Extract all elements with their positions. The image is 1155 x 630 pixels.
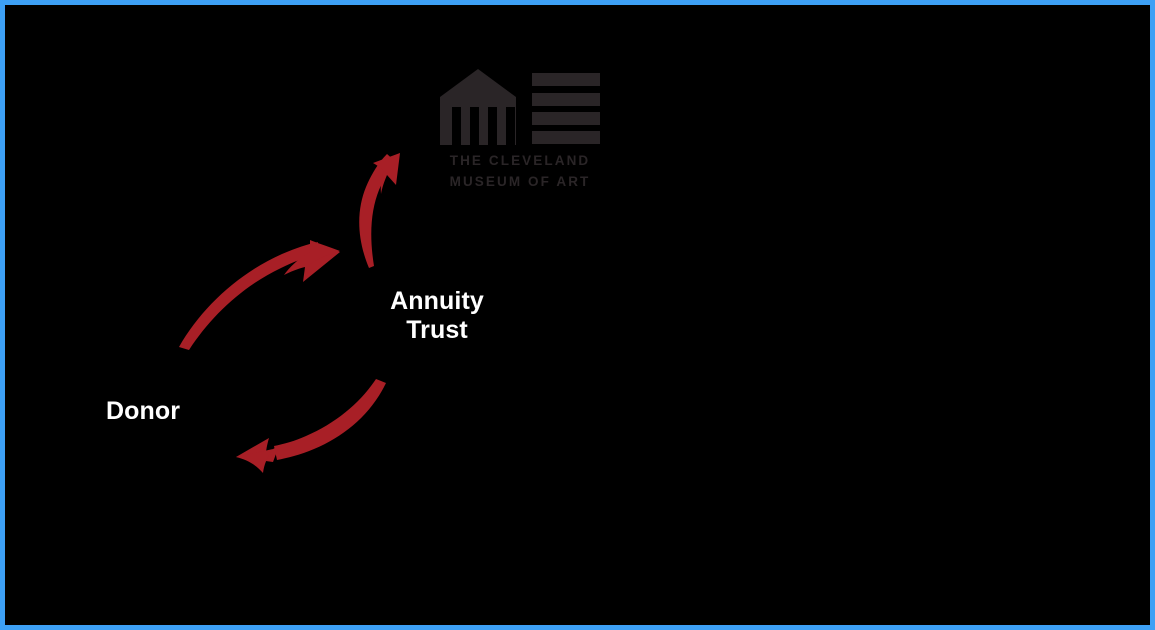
logo-bar-1 <box>532 73 600 86</box>
arrow-trust-to-museum <box>359 153 400 268</box>
cleveland-museum-of-art-logo: THE CLEVELAND MUSEUM OF ART <box>440 65 600 193</box>
museum-building-icon <box>440 69 600 145</box>
node-label-donor: Donor <box>105 397 181 425</box>
arrow-donor-to-trust <box>179 240 340 350</box>
arrow-layer <box>179 153 400 473</box>
logo-bar-4 <box>532 131 600 144</box>
logo-bar-2 <box>532 93 600 106</box>
node-label-annuity-trust: Annuity Trust <box>390 287 484 344</box>
logo-bar-3 <box>532 112 600 125</box>
logo-wordmark: THE CLEVELAND MUSEUM OF ART <box>449 153 591 189</box>
diagram-canvas: Donor Annuity Trust THE CLEVELAND MUSEUM… <box>5 5 1150 625</box>
arrow-trust-to-donor <box>236 379 386 473</box>
